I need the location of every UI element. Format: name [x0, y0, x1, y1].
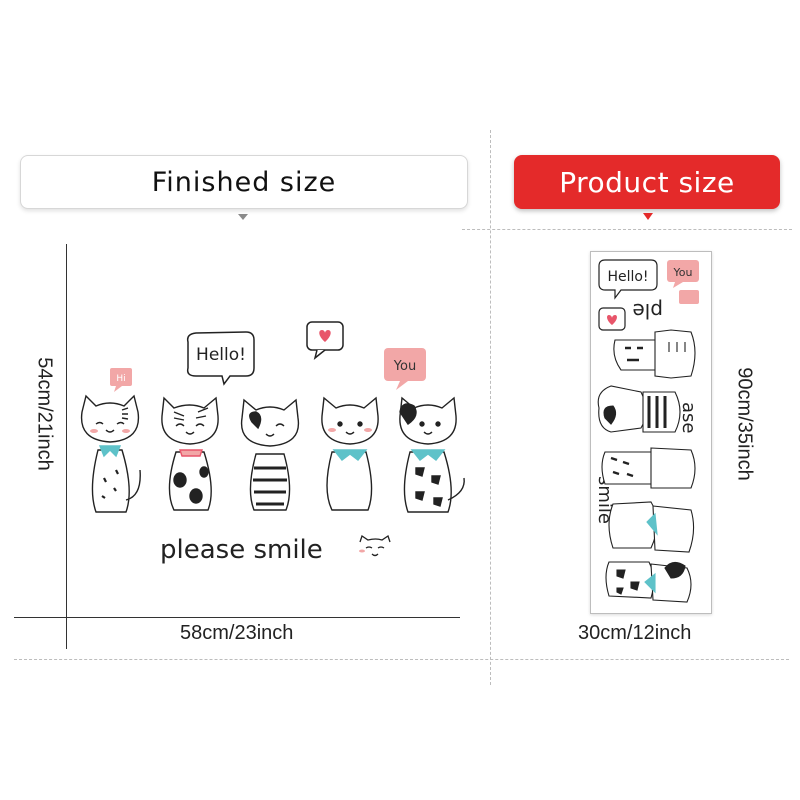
strip-word-ple: ple: [632, 299, 663, 323]
height-measure-line: [66, 244, 67, 649]
finished-height-label: 54cm/21inch: [33, 357, 56, 471]
smiling-cat-face-icon: [359, 534, 391, 557]
finished-size-title: Finished size: [151, 166, 337, 198]
finished-width-label: 58cm/23inch: [180, 622, 294, 644]
cat-1: [80, 394, 141, 513]
you-bubble-text: You: [393, 359, 416, 374]
cat-4: [321, 396, 379, 511]
hello-bubble: Hello!: [186, 331, 255, 386]
strip-hello-text: Hello!: [607, 269, 648, 285]
finished-size-header: Finished size: [20, 155, 468, 209]
caret-down-icon: [238, 214, 248, 220]
hi-bubble: Hi: [110, 368, 132, 392]
heart-bubble: [306, 321, 344, 360]
sticker-caption: please smile: [160, 535, 323, 565]
you-bubble: You: [384, 348, 426, 390]
center-dashed-divider: [490, 130, 491, 685]
product-sticker-artwork: Hello! You ple ase smile: [594, 259, 699, 603]
strip-word-ase: ase: [678, 402, 699, 433]
caret-down-icon: [643, 213, 653, 220]
cat-2: [161, 396, 219, 511]
hi-bubble-text: Hi: [116, 374, 125, 384]
product-size-title: Product size: [559, 165, 735, 199]
top-dashed-divider: [462, 229, 792, 230]
strip-heart-bubble: [598, 307, 626, 331]
cat-3: [240, 398, 300, 511]
product-width-label: 30cm/12inch: [578, 622, 692, 644]
width-measure-line: [14, 617, 460, 618]
product-height-label: 90cm/35inch: [733, 367, 756, 481]
strip-hello-bubble: Hello!: [598, 259, 658, 300]
cat-5: [399, 396, 465, 513]
product-sticker-sheet: Hello! You ple ase smile: [590, 251, 712, 614]
bottom-dashed-divider: [14, 659, 789, 660]
cat-sticker-illustration: Hi Hello! You: [80, 321, 465, 565]
strip-cats: [597, 329, 696, 603]
product-size-header: Product size: [514, 155, 780, 209]
hello-bubble-text: Hello!: [196, 345, 246, 365]
strip-you-bubble: You: [667, 260, 699, 288]
strip-you-text: You: [673, 266, 693, 279]
strip-word-smile: smile: [594, 476, 615, 524]
strip-hi-bubble: [679, 290, 699, 304]
